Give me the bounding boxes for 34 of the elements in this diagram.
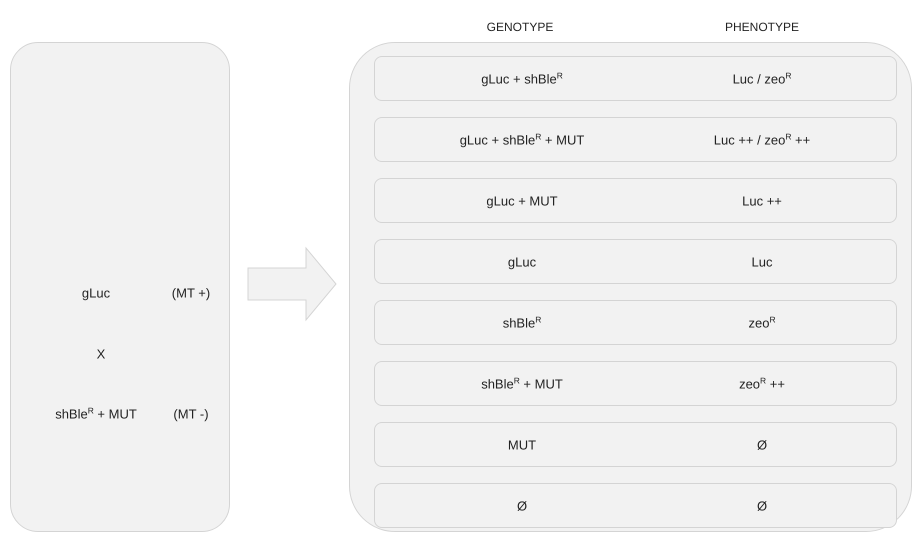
cross-panel [10, 42, 230, 532]
column-heading: GENOTYPE [486, 20, 554, 34]
genotype-text: gLuc [508, 254, 536, 269]
genotype-row [374, 422, 897, 467]
phenotype-text: Ø [756, 498, 768, 513]
genotype-row [374, 483, 897, 528]
phenotype-text: Luc / zeo$^{R}$ [732, 71, 792, 86]
phenotype-text: zeo$^{R}$ ++ [739, 376, 785, 391]
phenotype-text: Luc ++ / zeo$^{R}$ ++ [714, 132, 810, 147]
genotype-row [374, 361, 897, 406]
strain-genotype: gLuc [82, 286, 110, 300]
phenotype-text: Luc ++ [742, 193, 782, 208]
genotype-row [374, 239, 897, 284]
mating-type: (MT -) [173, 406, 209, 422]
genotype-row [374, 117, 897, 162]
phenotype-text: Luc [752, 254, 772, 269]
genotype-text: gLuc + shBle$^{R}$ [481, 71, 563, 86]
genotype-text: gLuc + MUT [486, 193, 558, 208]
offspring-panel [349, 42, 912, 532]
cross-sign: X [96, 346, 106, 362]
genotype-row [374, 178, 897, 223]
genotype-text: Ø [516, 498, 528, 513]
genotype-text: MUT [508, 437, 536, 452]
column-heading: PHENOTYPE [725, 20, 799, 34]
phenotype-text: zeo$^{R}$ [748, 315, 776, 330]
mating-type: (MT +) [172, 286, 210, 300]
block-arrow [248, 246, 337, 322]
genotype-text: gLuc + shBle$^{R}$ + MUT [460, 132, 584, 147]
genotype-row [374, 56, 897, 101]
strain-genotype: shBle$^{R}$ + MUT [55, 406, 137, 422]
genotype-text: shBle$^{R}$ + MUT [481, 376, 563, 391]
genotype-text: shBle$^{R}$ [502, 315, 542, 330]
genotype-row [374, 300, 897, 345]
phenotype-text: Ø [756, 437, 768, 452]
